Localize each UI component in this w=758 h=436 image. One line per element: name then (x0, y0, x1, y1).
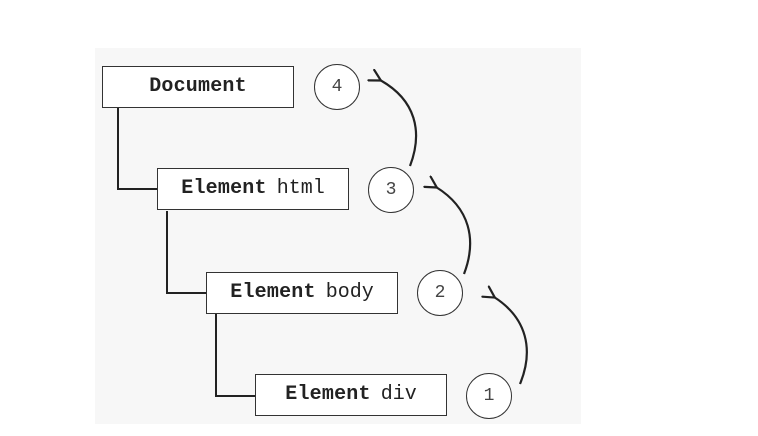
bubble-arrow-2-to-3 (436, 187, 472, 275)
bubble-arrow-1-to-2 (494, 297, 528, 385)
node-div-keyword: Element (285, 383, 371, 406)
node-element-html: Element html (157, 168, 349, 210)
step-circle-3: 3 (368, 167, 414, 213)
bubble-arrow-3-to-4 (380, 80, 418, 167)
diagram-panel (95, 48, 581, 424)
node-document: Document (102, 66, 294, 108)
step-number: 4 (331, 77, 343, 97)
step-circle-1: 1 (466, 373, 512, 419)
node-element-body: Element body (206, 272, 398, 314)
node-document-keyword: Document (149, 75, 247, 98)
tree-connector-html-body (166, 211, 206, 294)
node-body-keyword: Element (230, 281, 316, 304)
step-circle-4: 4 (314, 64, 360, 110)
tree-connector-body-div (215, 314, 255, 397)
node-html-tag: html (276, 177, 325, 200)
step-number: 3 (385, 180, 397, 200)
node-element-div: Element div (255, 374, 447, 416)
step-number: 1 (483, 386, 495, 406)
node-html-keyword: Element (181, 177, 267, 200)
step-circle-2: 2 (417, 270, 463, 316)
tree-connector-document-html (117, 108, 157, 190)
node-div-tag: div (380, 383, 417, 406)
node-body-tag: body (325, 281, 374, 304)
step-number: 2 (434, 283, 446, 303)
